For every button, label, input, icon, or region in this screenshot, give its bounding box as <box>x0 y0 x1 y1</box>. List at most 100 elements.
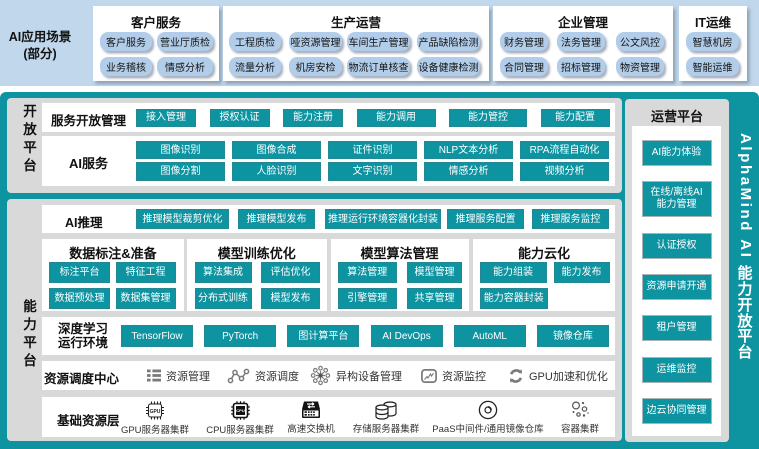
model-algorithm-box: 模型算法管理 算法管理 模型管理 引擎管理 共享管理 <box>330 239 469 311</box>
resource-monitoring-item-label: 资源监控 <box>442 370 486 383</box>
block-face-recognition: 人脸识别 <box>232 162 321 181</box>
gpu-acceleration-item-label: GPU加速和优化 <box>529 370 608 383</box>
block-automl: AutoML <box>453 325 526 347</box>
data-labeling-title: 数据标注&准备 <box>69 246 157 261</box>
pill-equipment-health-detection: 设备健康检测 <box>417 57 480 76</box>
scenario-band-label-line1: AI应用场景 <box>8 30 72 44</box>
operation-platform-inner: AI能力体验 在线/离线AI 能力管理 认证授权 资源申请开通 租户管理 运维监… <box>632 126 721 436</box>
resource-scheduling-row: 资源调度中心 资源管理 <box>42 361 615 390</box>
resource-mgmt-item-label: 资源管理 <box>166 370 210 383</box>
hub-spokes-icon <box>310 365 331 386</box>
open-platform-vertical-label: 开放平台 <box>16 98 44 193</box>
pill-legal-mgmt: 法务管理 <box>557 31 605 51</box>
service-open-mgmt-row: 服务开放管理 接入管理 授权认证 能力注册 能力调用 能力管控 能力配置 <box>42 103 615 132</box>
group-production-operation: 生产运营 工程质检 哑资源管理 车间生产管理 产品缺陷检测 流量分析 机房安检 … <box>223 6 489 81</box>
block-capability-control: 能力管控 <box>449 108 527 127</box>
pill-business-hall-qc: 营业厅质检 <box>157 31 213 51</box>
block-operation-monitoring: 运维监控 <box>641 356 712 383</box>
pill-document-risk-control: 公文风控 <box>616 31 664 51</box>
pill-bidding-mgmt: 招标管理 <box>557 57 605 76</box>
capability-cloudification-title: 能力云化 <box>517 246 570 261</box>
group-customer-service: 客户服务 客户服务 营业厅质检 业务稽核 情感分析 <box>93 6 219 81</box>
block-model-mgmt: 模型管理 <box>407 262 462 283</box>
gpu-chip-text: GPU <box>150 409 161 415</box>
operation-platform-title: 运营平台 <box>650 109 703 124</box>
switch-item: 高速交换机 <box>251 400 371 435</box>
gpu-server-cluster-label: GPU服务器集群 <box>120 425 190 436</box>
resource-scheduling-label: 资源调度中心 <box>44 372 120 386</box>
dl-runtime-label: 深度学习 运行环境 <box>57 322 108 350</box>
container-cluster-label: 容器集群 <box>560 424 599 435</box>
pill-idle-resource-mgmt: 哑资源管理 <box>289 31 342 51</box>
pill-machine-room-security: 机房安检 <box>289 57 342 76</box>
capability-cloudification-box: 能力云化 能力组装 能力发布 能力容器封装 <box>473 239 615 311</box>
block-inference-model-release: 推理模型发布 <box>238 209 315 229</box>
block-capability-configuration: 能力配置 <box>540 108 610 127</box>
pill-workshop-production-mgmt: 车间生产管理 <box>347 31 410 51</box>
capability-platform-vertical-label-text: 能力平台 <box>23 299 37 368</box>
block-inference-service-config: 推理服务配置 <box>447 209 524 229</box>
model-algorithm-title: 模型算法管理 <box>360 246 439 261</box>
heterogeneous-device-item-label: 异构设备管理 <box>336 370 402 383</box>
platform-brand-cjk: 能力开放平台 <box>737 265 753 361</box>
open-platform-panel: 开放平台 服务开放管理 接入管理 授权认证 能力注册 能力调用 能力管控 能力配… <box>7 98 622 193</box>
service-open-mgmt-label: 服务开放管理 <box>51 114 127 128</box>
ai-services-label: AI服务 <box>69 156 109 171</box>
block-online-offline-ai-mgmt: 在线/离线AI 能力管理 <box>641 181 712 218</box>
storage-server-cluster-item: 存储服务器集群 <box>326 400 446 435</box>
dl-runtime-buttons: TensorFlow PyTorch 图计算平台 AI DevOps AutoM… <box>121 317 609 355</box>
block-rpa-automation: RPA流程自动化 <box>520 141 609 159</box>
block-inference-service-monitoring: 推理服务监控 <box>532 209 609 229</box>
cpu-server-cluster-item: CPU CPU服务器集群 <box>180 400 300 436</box>
model-training-box: 模型训练优化 算法集成 评估优化 分布式训练 模型发布 <box>187 239 327 311</box>
pill-sentiment-analysis: 情感分析 <box>157 57 213 76</box>
container-cluster-icon <box>570 400 590 420</box>
monitor-chart-icon <box>421 368 437 383</box>
paas-middleware-label: PaaS中间件/通用镜像仓库 <box>432 424 544 435</box>
block-ocr-recognition: 文字识别 <box>328 162 417 181</box>
disc-icon <box>478 400 498 420</box>
ai-inference-label: AI推理 <box>65 216 103 230</box>
resource-mgmt-item: 资源管理 <box>147 361 210 390</box>
block-model-release: 模型发布 <box>261 288 320 309</box>
block-graph-computing-platform: 图计算平台 <box>287 325 360 347</box>
block-auth-authorization: 认证授权 <box>641 232 712 259</box>
resource-monitoring-item: 资源监控 <box>421 361 486 390</box>
block-evaluation-optimization: 评估优化 <box>261 262 320 283</box>
pill-finance-mgmt: 财务管理 <box>500 31 548 51</box>
gpu-acceleration-item: GPU加速和优化 <box>508 361 608 390</box>
gpu-server-cluster-item: GPU GPU服务器集群 <box>95 400 215 436</box>
base-resources-label: 基础资源层 <box>57 414 120 428</box>
ai-services-row2: 图像分割 人脸识别 文字识别 情感分析 视频分析 <box>136 162 609 181</box>
gpu-chip-icon: GPU <box>144 400 166 421</box>
block-inference-runtime-containerization: 推理运行环境容器化封装 <box>325 209 441 229</box>
block-inference-model-pruning: 推理模型裁剪优化 <box>136 209 229 229</box>
block-access-mgmt: 接入管理 <box>136 108 196 127</box>
application-scenarios-band: AI应用场景 (部分) 客户服务 客户服务 营业厅质检 业务稽核 情感分析 生产… <box>0 0 759 86</box>
resource-scheduling-item-label: 资源调度 <box>255 370 299 383</box>
group-it-operation-title: IT运维 <box>694 16 732 30</box>
block-capability-release: 能力发布 <box>553 262 610 283</box>
model-training-title: 模型训练优化 <box>217 246 296 261</box>
sync-arrows-icon <box>508 368 524 384</box>
group-it-operation: IT运维 智慧机房 智能运维 <box>679 6 747 81</box>
block-ai-capability-experience: AI能力体验 <box>641 140 712 166</box>
pill-intelligent-operation: 智能运维 <box>686 57 739 76</box>
capability-platform-panel: 能力平台 AI推理 推理模型裁剪优化 推理模型发布 推理运行环境容器化封装 推理… <box>7 199 622 441</box>
platform-brand-latin: AlphaMind AI <box>737 133 754 260</box>
block-edge-cloud-collaboration: 边云协同管理 <box>641 397 712 424</box>
cpu-chip-text: CPU <box>236 408 245 413</box>
pill-traffic-analysis: 流量分析 <box>229 57 281 76</box>
block-capability-invocation: 能力调用 <box>356 108 436 127</box>
main-platform-area: 开放平台 服务开放管理 接入管理 授权认证 能力注册 能力调用 能力管控 能力配… <box>0 92 759 449</box>
block-dataset-mgmt: 数据集管理 <box>115 288 176 309</box>
storage-db-icon <box>375 400 397 420</box>
capability-platform-vertical-label: 能力平台 <box>16 199 44 441</box>
block-sentiment-analysis-service: 情感分析 <box>424 162 513 181</box>
group-enterprise-management-title: 企业管理 <box>557 16 608 30</box>
group-customer-service-title: 客户服务 <box>130 16 181 30</box>
heterogeneous-device-item: 异构设备管理 <box>310 361 402 390</box>
pill-product-defect-detection: 产品缺陷检测 <box>417 31 480 51</box>
storage-server-cluster-label: 存储服务器集群 <box>352 424 420 435</box>
